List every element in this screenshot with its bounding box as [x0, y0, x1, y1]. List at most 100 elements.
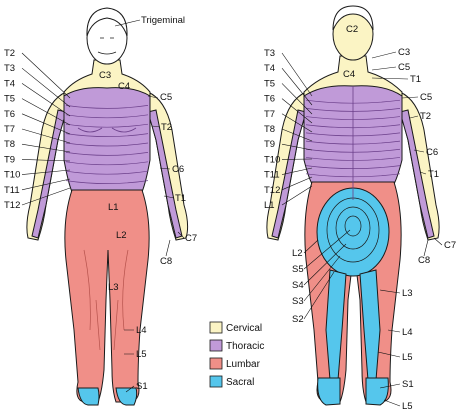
front-label-c6: C6: [172, 164, 184, 175]
left-label-t12: T12: [4, 200, 20, 211]
thoracic-band-line: [305, 173, 401, 178]
left-label-t4: T4: [264, 63, 275, 74]
leader-line: [281, 167, 313, 175]
left-label-t4: T4: [4, 78, 15, 89]
front-label-l5: L5: [136, 349, 147, 360]
back-leaders-right: [371, 51, 443, 257]
leader-line: [21, 83, 71, 117]
thoracic-band-line: [305, 165, 401, 169]
left-label-t9: T9: [264, 139, 275, 150]
back-label-s3: S3: [292, 296, 304, 307]
front-label-l2: L2: [116, 230, 127, 241]
leader-line: [281, 185, 313, 206]
leader-line: [281, 128, 313, 142]
back-label-t2: T2: [420, 111, 431, 122]
leader-line: [21, 169, 71, 175]
back-label-c4: C4: [343, 69, 355, 80]
thoracic-band-line: [65, 114, 149, 119]
front-label-s1: S1: [136, 381, 148, 392]
leader-line: [21, 98, 71, 126]
back-figure: C2 C3 C5 C4 T1 C5 T2 C6 T1 C7 C8 L2 S5 S…: [264, 5, 456, 412]
front-hair: [86, 7, 128, 37]
left-label-l1: L1: [264, 200, 275, 211]
left-label-t10: T10: [264, 154, 280, 165]
leader-line: [21, 187, 71, 206]
back-label-s5: S5: [292, 264, 304, 275]
front-label-c8: C8: [160, 256, 172, 267]
leader-line: [281, 83, 313, 115]
leader-line: [281, 52, 313, 97]
front-legs-lumbar: [64, 189, 150, 403]
left-label-t2: T2: [4, 48, 15, 59]
legend-swatch-lumbar: [209, 357, 223, 370]
front-label-c5: C5: [160, 92, 172, 103]
front-torso-thoracic: [63, 87, 151, 193]
front-leg-contours: [83, 249, 129, 351]
front-left-foot-sacral: [77, 387, 100, 406]
left-label-t10: T10: [4, 170, 20, 181]
back-label-c8: C8: [418, 255, 430, 266]
back-label-l5: L5: [402, 352, 413, 363]
left-label-t11: T11: [264, 170, 280, 181]
thoracic-band-line: [65, 133, 149, 137]
left-label-t7: T7: [4, 124, 15, 135]
left-label-t11: T11: [4, 185, 20, 196]
legend-swatch-cervical: [209, 321, 223, 334]
left-label-t5: T5: [4, 94, 15, 105]
back-left-foot-sacral: [317, 377, 341, 406]
left-label-t8: T8: [264, 124, 275, 135]
back-label-s2: S2: [292, 314, 304, 325]
back-label-s4: S4: [292, 280, 304, 291]
front-right-arm-thoracic: [147, 109, 183, 239]
front-label-l3: L3: [108, 282, 119, 293]
front-label-c4: C4: [118, 81, 130, 92]
thoracic-band-line: [305, 140, 401, 145]
thoracic-band-line: [305, 116, 401, 120]
back-leaders-legs: [377, 289, 401, 407]
back-sacral-ring-3: [344, 215, 362, 237]
left-label-t9: T9: [4, 154, 15, 165]
back-sacral-ring-2: [335, 206, 371, 250]
front-chest-contour: [77, 127, 137, 133]
left-label-t8: T8: [4, 139, 15, 150]
back-leaders-sacral: [303, 229, 351, 320]
back-label-t1: T1: [410, 74, 421, 85]
back-hair: [332, 5, 374, 31]
back-label-s1: S1: [402, 379, 414, 390]
front-label-t1: T1: [175, 193, 186, 204]
front-leaders-right: [147, 95, 185, 257]
leader-line: [21, 159, 71, 162]
leader-line: [281, 98, 313, 124]
left-label-t7: T7: [264, 109, 275, 120]
back-right-arm-thoracic: [399, 109, 435, 239]
thoracic-band-line: [65, 170, 149, 175]
leader-line: [281, 176, 313, 191]
front-label-trigeminal: Trigeminal: [141, 15, 185, 26]
front-leaders-legs: [124, 329, 135, 393]
leader-line: [21, 113, 71, 135]
front-label-l4: L4: [136, 325, 147, 336]
thoracic-band-line: [65, 105, 149, 109]
thoracic-band-line: [305, 99, 401, 104]
legend-label-lumbar: Lumbar: [226, 359, 261, 370]
back-label-c5-arm: C5: [420, 92, 432, 103]
left-label-t3: T3: [4, 63, 15, 74]
leader-line: [21, 143, 71, 153]
left-label-t5: T5: [264, 78, 275, 89]
thoracic-band-line: [305, 108, 401, 112]
legend-label-sacral: Sacral: [226, 377, 254, 388]
back-label-l3: L3: [402, 288, 413, 299]
back-left-arm-thoracic: [271, 109, 307, 239]
thoracic-band-line: [65, 142, 149, 147]
legend-swatch-sacral: [209, 375, 223, 388]
left-label-t3: T3: [264, 48, 275, 59]
back-label-l5-foot: L5: [402, 401, 413, 412]
back-sacral-outer: [316, 187, 390, 277]
thoracic-band-line: [305, 157, 401, 161]
left-label-t6: T6: [264, 94, 275, 105]
front-right-foot-sacral: [115, 387, 138, 406]
leader-line: [21, 128, 71, 144]
